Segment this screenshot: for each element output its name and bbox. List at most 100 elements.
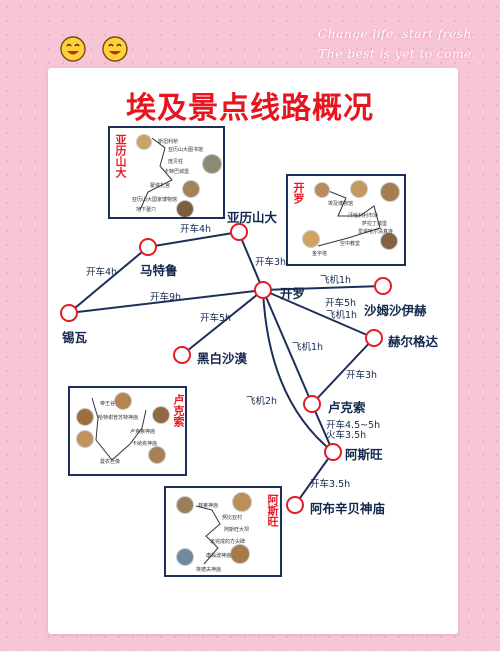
- city-label-alexandria: 亚历山大: [227, 210, 278, 225]
- route-cairo-aswan: [262, 289, 334, 453]
- minimap-alexandria[interactable]: 亚历山大 斯坦利桥 亚历山大图书馆 庞贝柱 卡特巴城堡 蒙塔扎宫 亚历山大国家博…: [108, 126, 225, 219]
- photo-spot: [152, 406, 170, 424]
- photo-spot: [202, 154, 222, 174]
- node-abu-simbel[interactable]: [286, 496, 304, 514]
- route-label-matruh-siwa: 开车4h: [86, 267, 118, 278]
- city-label-luxor: 卢克索: [328, 400, 366, 415]
- minimap-alexandria-spot: 亚历山大图书馆: [168, 147, 204, 153]
- minimap-alexandria-title: 亚历山大: [114, 134, 127, 178]
- minimap-aswan-path: [195, 505, 221, 565]
- photo-spot: [176, 496, 194, 514]
- route-label-aswan-abu: 开车3.5h: [310, 479, 351, 490]
- photo-spot: [350, 180, 368, 198]
- route-label-alex-matruh: 开车4h: [180, 224, 212, 235]
- minimap-cairo-spot: 空中教堂: [340, 241, 361, 247]
- minimap-luxor-spot: 哈特谢普苏特神庙: [98, 415, 139, 421]
- minimap-luxor[interactable]: 卢克索 帝王谷 哈特谢普苏特神庙 卢克索神庙 卡纳克神庙 曼农巨像: [68, 386, 187, 476]
- node-siwa[interactable]: [60, 304, 78, 322]
- minimap-cairo-spot: 汗哈利利市场: [348, 213, 379, 219]
- slogan-line-1: Change life, start fresh.: [317, 26, 476, 41]
- minimap-alexandria-title-text: 亚历山大: [114, 134, 127, 178]
- node-white-desert[interactable]: [173, 346, 191, 364]
- minimap-cairo-spot: 金字塔: [312, 251, 328, 257]
- photo-spot: [136, 134, 152, 150]
- minimap-luxor-spot: 卢克索神庙: [130, 429, 156, 435]
- minimap-aswan-title-text: 阿斯旺: [266, 494, 279, 527]
- minimap-aswan-spot: 埃德夫神庙: [196, 567, 222, 573]
- minimap-luxor-spot: 曼农巨像: [100, 459, 121, 465]
- city-label-sharm: 沙姆沙伊赫: [364, 303, 427, 318]
- minimap-alexandria-spot: 斯坦利桥: [158, 139, 179, 145]
- minimap-luxor-spot: 帝王谷: [100, 401, 116, 407]
- node-sharm[interactable]: [374, 277, 392, 295]
- city-label-white-desert: 黑白沙漠: [197, 351, 248, 366]
- page-title: 埃及景点线路概况: [126, 91, 374, 126]
- minimap-cairo-spot: 萨拉丁城堡: [362, 221, 388, 227]
- route-aswan-abu-simbel: [294, 451, 334, 506]
- slogan-line-2: The best is yet to come.: [318, 46, 476, 61]
- minimap-alexandria-spot: 卡特巴城堡: [164, 169, 190, 175]
- photo-spot: [302, 230, 320, 248]
- route-cairo-hurghada: [262, 289, 375, 339]
- route-label-cairo-alex: 开车3h: [255, 257, 287, 268]
- route-cairo-alexandria: [238, 232, 264, 291]
- route-label-cairo-hurghada: 飞机1h: [326, 310, 358, 321]
- route-label-luxor-aswan-drive: 开车4.5~5h: [326, 420, 381, 431]
- minimap-luxor-path: [91, 397, 147, 461]
- node-hurghada[interactable]: [365, 329, 383, 347]
- route-matruh-siwa: [68, 246, 149, 314]
- route-label-siwa-cairo: 开车9h: [150, 292, 182, 303]
- route-label-luxor-aswan-train: 火车3.5h: [326, 430, 367, 441]
- route-label-cairo-sharm-flight: 飞机1h: [320, 275, 352, 286]
- minimap-aswan-spot: 菲莱神庙: [198, 503, 219, 509]
- minimap-alexandria-spot: 地下墓穴: [136, 207, 157, 213]
- city-label-abu-simbel: 阿布辛贝神庙: [310, 501, 386, 516]
- city-label-cairo: 开罗: [280, 286, 306, 301]
- route-cairo-white-desert: [181, 289, 264, 356]
- photo-spot: [230, 544, 250, 564]
- city-label-aswan: 阿斯旺: [345, 447, 383, 462]
- minimap-cairo-path: [317, 189, 381, 247]
- minimap-luxor-title: 卢克索: [172, 394, 185, 427]
- minimap-aswan-spot: 未完成的方尖碑: [210, 539, 246, 545]
- city-label-siwa: 锡瓦: [62, 330, 88, 345]
- photo-spot: [76, 408, 94, 426]
- minimap-cairo[interactable]: 开罗 埃及博物馆 汗哈利利市场 萨拉丁城堡 爱资哈尔清真寺 空中教堂 金字塔: [286, 174, 406, 266]
- route-label-cairo-aswan: 飞机2h: [246, 396, 278, 407]
- route-cairo-luxor: [262, 289, 313, 405]
- photo-spot: [176, 548, 194, 566]
- photo-spot: [380, 182, 400, 202]
- node-cairo[interactable]: [254, 281, 272, 299]
- minimap-cairo-spot: 埃及博物馆: [328, 201, 354, 207]
- minimap-luxor-spot: 卡纳克神庙: [132, 441, 158, 447]
- minimap-alexandria-path: [139, 137, 173, 211]
- node-matruh[interactable]: [139, 238, 157, 256]
- route-siwa-cairo: [68, 289, 264, 314]
- minimap-aswan[interactable]: 阿斯旺 菲莱神庙 努比亚村 阿斯旺大坝 未完成的方尖碑 康翁波神庙 埃德夫神庙: [164, 486, 282, 577]
- route-label-cairo-white: 开车5h: [200, 313, 232, 324]
- city-label-matruh: 马特鲁: [140, 263, 178, 278]
- photo-spot: [76, 430, 94, 448]
- photo-spot: [380, 232, 398, 250]
- photo-spot: [314, 182, 330, 198]
- route-cairo-sharm: [262, 285, 384, 291]
- route-label-hurghada-luxor: 开车3h: [346, 370, 378, 381]
- minimap-cairo-spot: 爱资哈尔清真寺: [358, 229, 394, 235]
- node-alexandria[interactable]: [230, 223, 248, 241]
- minimap-luxor-title-text: 卢克索: [172, 394, 185, 427]
- minimap-alexandria-spot: 庞贝柱: [168, 159, 184, 165]
- smiley-icon-right: [102, 36, 128, 62]
- smiley-icon-left: [60, 36, 86, 62]
- route-label-cairo-luxor: 飞机1h: [292, 342, 324, 353]
- photo-spot: [232, 492, 252, 512]
- minimap-aswan-spot: 康翁波神庙: [206, 553, 232, 559]
- minimap-aswan-spot: 努比亚村: [222, 515, 243, 521]
- node-luxor[interactable]: [303, 395, 321, 413]
- minimap-cairo-title-text: 开罗: [292, 182, 305, 204]
- minimap-aswan-spot: 阿斯旺大坝: [224, 527, 250, 533]
- photo-spot: [114, 392, 132, 410]
- photo-spot: [176, 200, 194, 217]
- minimap-alexandria-spot: 蒙塔扎宫: [150, 183, 171, 189]
- node-aswan[interactable]: [324, 443, 342, 461]
